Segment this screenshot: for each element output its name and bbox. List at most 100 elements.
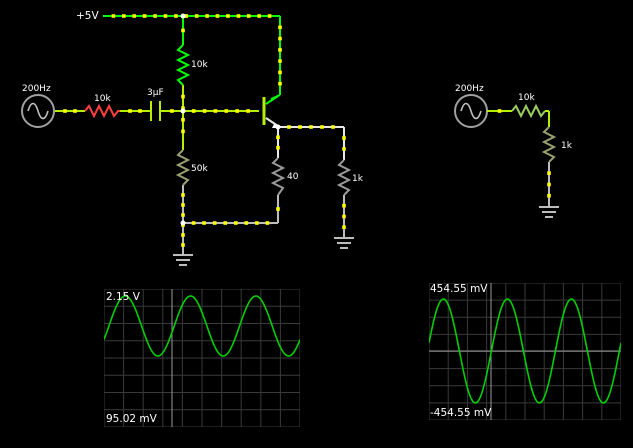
supply-voltage-label: +5V	[76, 10, 99, 22]
current-dot	[191, 109, 196, 113]
current-dot	[128, 109, 132, 113]
current-dot	[547, 171, 551, 175]
current-dot	[224, 109, 229, 113]
current-dot	[235, 109, 239, 113]
scope-right-max-label: 454.55 mV	[430, 283, 488, 295]
resistors	[84, 44, 352, 196]
current-dot	[138, 109, 142, 113]
current-dots	[63, 14, 551, 247]
current-dot	[153, 14, 157, 18]
current-dot	[181, 94, 185, 99]
ground-load	[334, 237, 354, 249]
current-dot	[174, 14, 178, 18]
current-dot	[342, 225, 346, 229]
r-emitter-resistor[interactable]	[270, 157, 286, 196]
r-bias-bottom-label: 50k	[191, 164, 208, 174]
r-divider-bottom-resistor[interactable]	[541, 126, 557, 163]
r-divider-bottom-label: 1k	[561, 141, 572, 151]
current-dot	[234, 221, 238, 225]
source-left-frequency-label: 200Hz	[22, 84, 51, 94]
current-dot	[287, 125, 291, 129]
current-dot	[278, 59, 282, 63]
r-bias-top-label: 10k	[191, 60, 208, 70]
scope-left-min-label: 95.02 mV	[106, 413, 157, 425]
current-dot	[181, 129, 185, 134]
current-dot	[170, 109, 174, 113]
current-dot	[215, 14, 220, 18]
r-bias-top-resistor[interactable]	[175, 44, 191, 86]
current-dot	[267, 14, 272, 18]
current-dot	[276, 207, 280, 211]
wires	[55, 15, 345, 255]
current-dot	[63, 109, 67, 113]
current-dot	[111, 14, 116, 18]
current-dot	[320, 125, 324, 129]
current-dot	[276, 145, 280, 150]
current-dot	[213, 109, 218, 113]
current-dot	[547, 182, 551, 187]
current-dot	[342, 147, 346, 151]
divider-circuit	[454, 94, 559, 218]
scope-trace	[429, 298, 621, 404]
current-dot	[181, 118, 185, 122]
scope-right-min-label: -454.55 mV	[430, 407, 492, 419]
current-dot	[181, 213, 185, 217]
current-dot	[194, 14, 199, 18]
r-load-resistor[interactable]	[336, 159, 352, 196]
current-dot	[244, 221, 249, 225]
current-dot	[236, 14, 241, 18]
scope-left-max-label: 2.15 V	[106, 291, 140, 303]
r-bias-bottom-resistor[interactable]	[175, 149, 191, 186]
oscilloscope-right[interactable]	[429, 283, 621, 420]
r-divider-top-resistor[interactable]	[511, 103, 546, 119]
current-dot	[202, 109, 207, 113]
current-dot	[278, 48, 282, 52]
ground-symbols	[173, 237, 354, 266]
current-dot	[278, 25, 282, 30]
current-dot	[142, 14, 147, 18]
oscilloscope-left[interactable]	[104, 289, 300, 427]
current-dot	[205, 14, 209, 18]
coupling-capacitor[interactable]	[150, 101, 161, 121]
r-input-resistor[interactable]	[84, 103, 120, 119]
ac-source-left[interactable]	[21, 94, 55, 128]
current-dot	[73, 109, 77, 113]
current-dot	[181, 28, 185, 33]
current-dot	[298, 125, 302, 129]
ac-source-right[interactable]	[454, 94, 488, 128]
current-dot	[246, 109, 250, 113]
r-emitter-label: 40	[287, 172, 299, 182]
current-dot	[181, 243, 185, 247]
junction-nodes	[180, 13, 281, 226]
scope-grid	[104, 289, 300, 427]
current-dot	[191, 221, 196, 225]
current-dot	[247, 14, 251, 18]
current-dot	[132, 14, 136, 18]
current-dot	[122, 14, 126, 18]
current-dot	[202, 221, 206, 225]
current-dot	[212, 221, 217, 225]
current-dot	[342, 136, 346, 140]
current-dot	[226, 14, 230, 18]
emitter-stub-wire[interactable]	[265, 117, 279, 127]
current-dot	[276, 135, 280, 140]
current-dot	[163, 14, 168, 18]
current-dot	[278, 70, 282, 75]
current-dot	[223, 221, 227, 225]
current-dot	[547, 193, 551, 198]
ground-left	[173, 254, 193, 266]
current-dot	[278, 36, 282, 41]
current-dot	[181, 203, 185, 207]
current-dot	[342, 203, 346, 208]
current-dot	[497, 109, 502, 113]
current-dot	[181, 106, 185, 110]
ground-right	[539, 206, 559, 218]
current-dot	[278, 81, 282, 86]
current-dot	[255, 221, 259, 225]
source-right-frequency-label: 200Hz	[455, 84, 484, 94]
scope-trace	[104, 295, 300, 357]
current-dot	[181, 233, 185, 237]
r-input-label: 10k	[94, 94, 111, 104]
current-dot	[181, 193, 185, 197]
